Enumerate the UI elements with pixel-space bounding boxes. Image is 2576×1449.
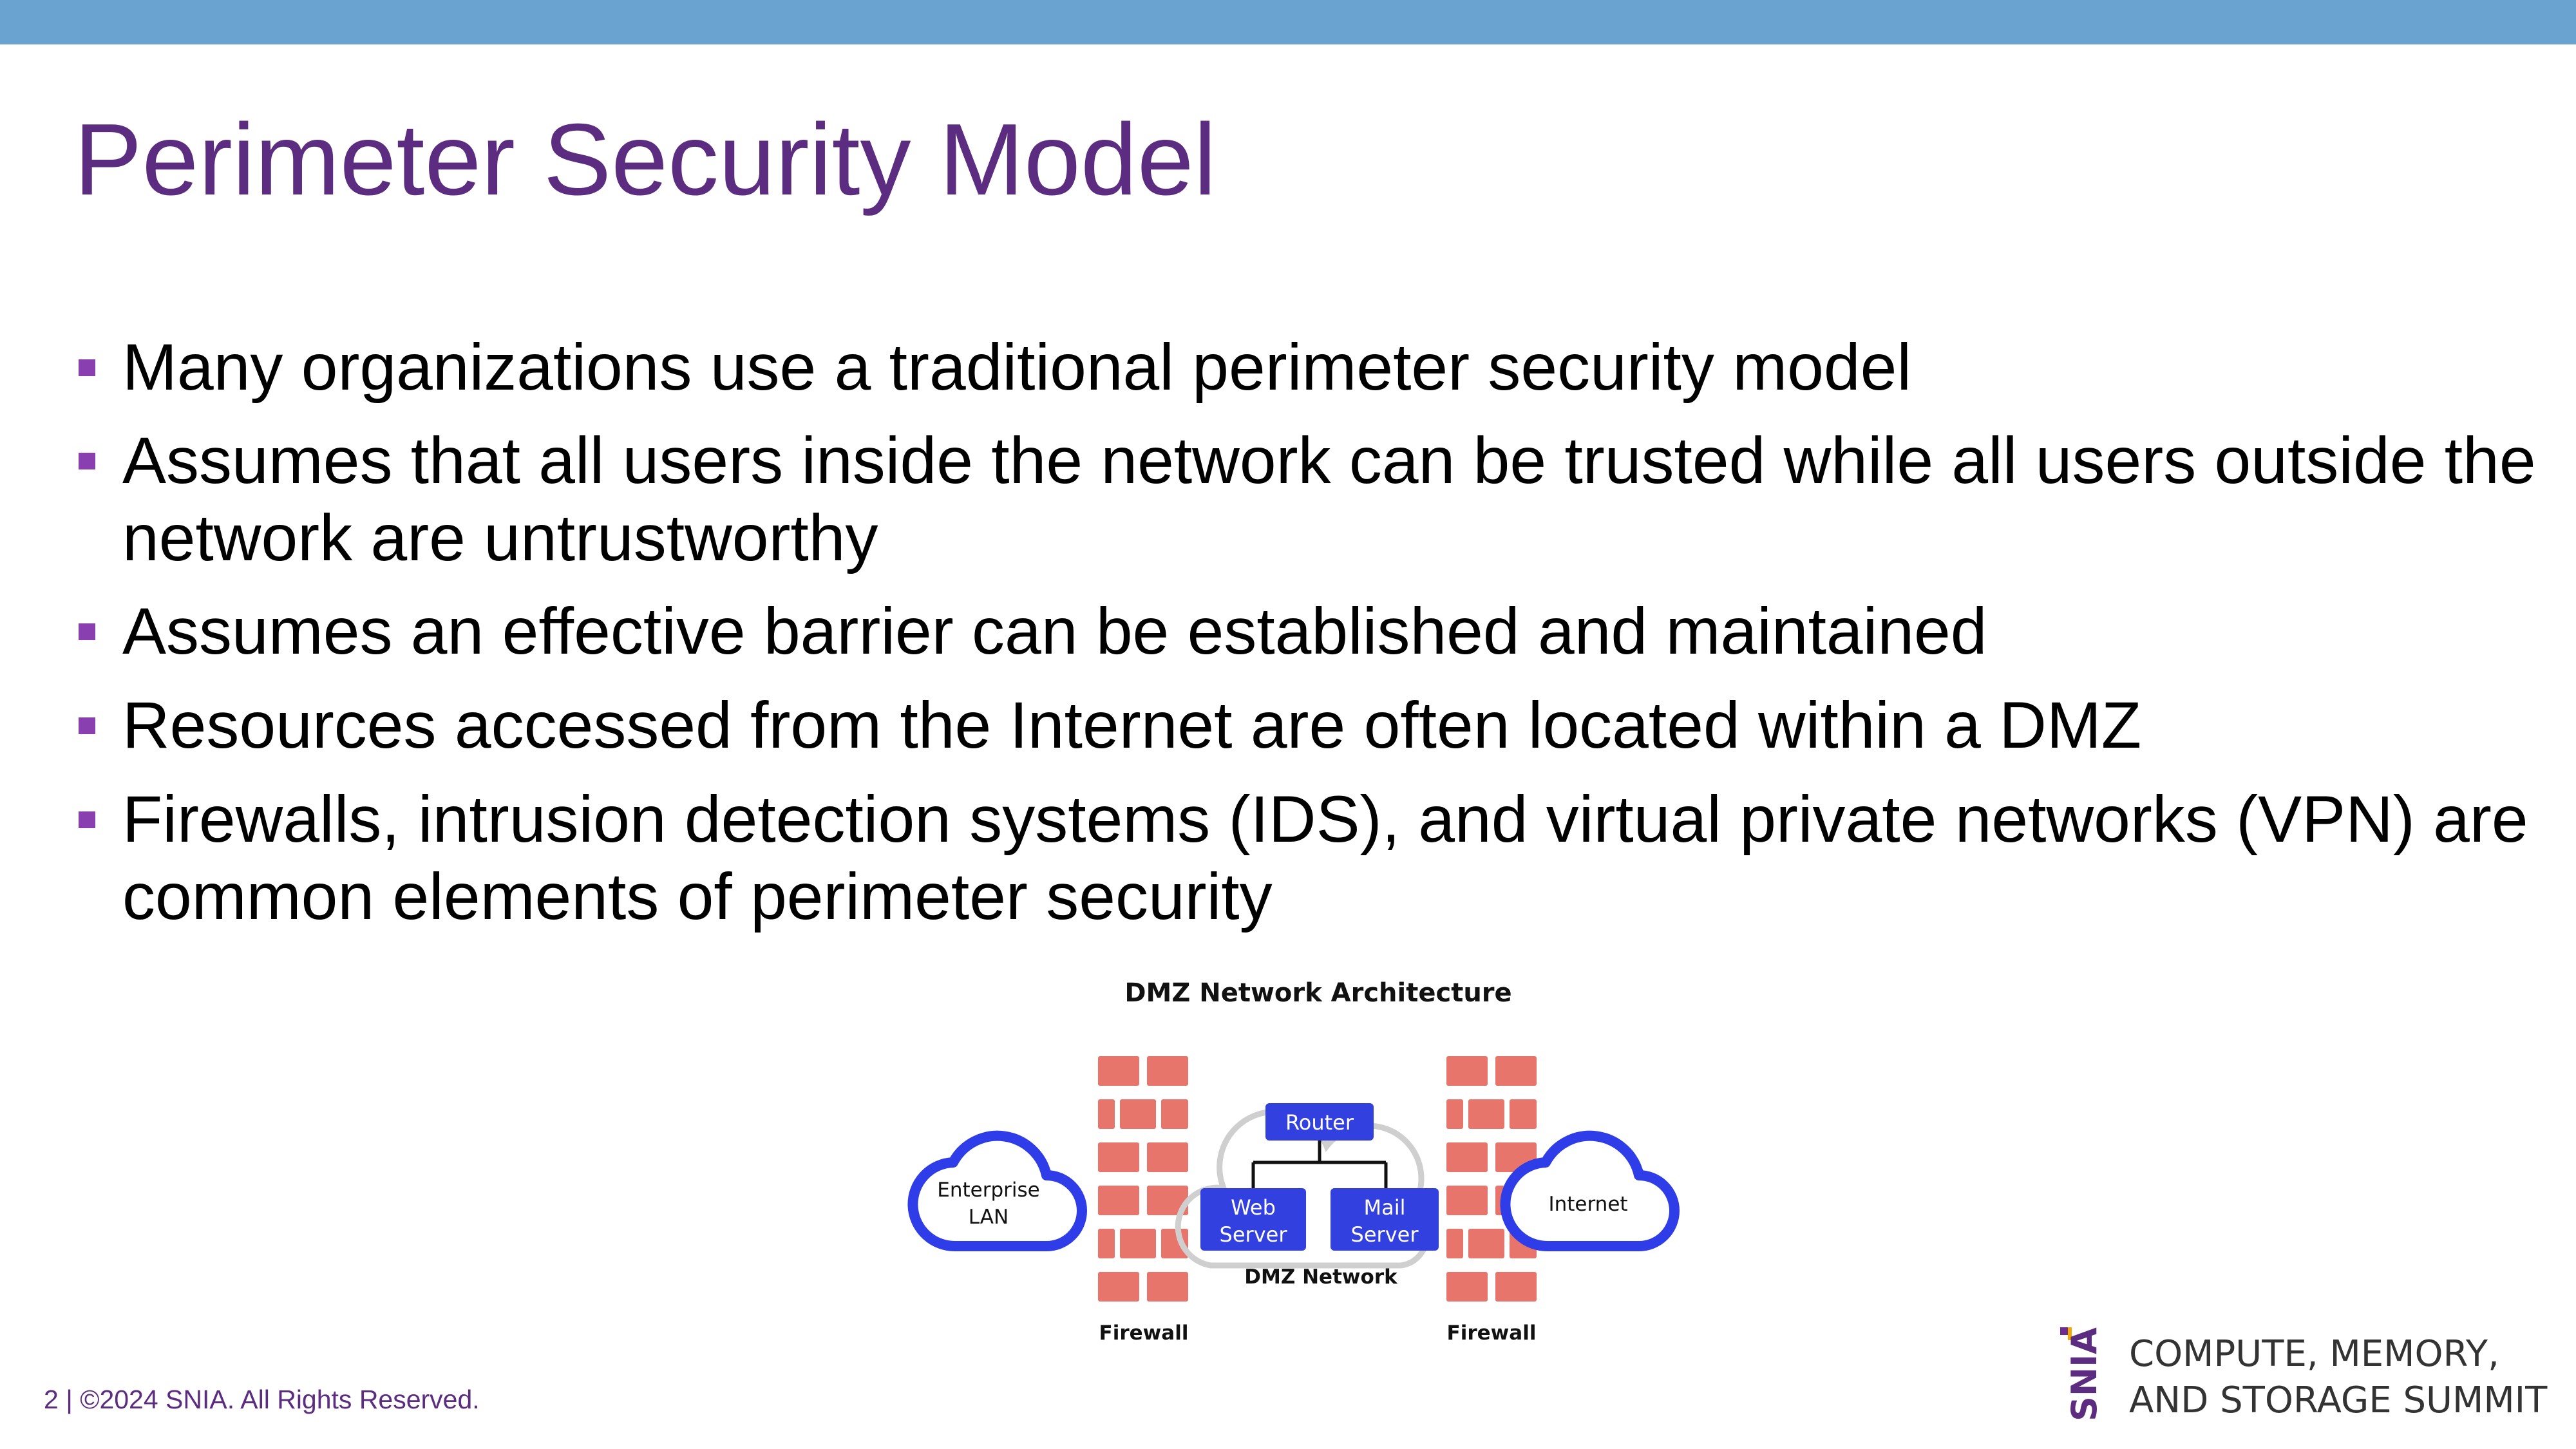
mail-server-label-line1: Mail (1364, 1195, 1406, 1220)
firewall-brick (1098, 1229, 1115, 1258)
snia-logo-square (2060, 1327, 2068, 1335)
web-server-label-line1: Web (1231, 1195, 1276, 1220)
firewall-brick (1098, 1142, 1139, 1172)
firewall-brick (1510, 1099, 1537, 1129)
firewall-brick (1147, 1186, 1188, 1215)
slide-title: Perimeter Security Model (74, 103, 1217, 216)
firewall-left-icon (1098, 1056, 1188, 1302)
firewall-brick (1147, 1142, 1188, 1172)
firewall-brick (1446, 1272, 1488, 1302)
firewall-brick (1098, 1186, 1139, 1215)
internet-cloud-icon (1500, 1130, 1680, 1252)
bullet-text: Assumes an effective barrier can be esta… (122, 594, 1987, 668)
mail-server-label-line2: Server (1351, 1222, 1419, 1247)
bullet-text: Assumes that all users inside the networ… (122, 424, 2536, 574)
web-server-box (1200, 1188, 1306, 1251)
firewall-brick (1446, 1186, 1488, 1215)
bullet-item: Assumes that all users inside the networ… (79, 422, 2544, 576)
firewall-brick (1120, 1099, 1156, 1129)
diagram-title: DMZ Network Architecture (1124, 978, 1511, 1008)
bullet-text: Many organizations use a traditional per… (122, 330, 1912, 404)
dmz-diagram: DMZ Network Architecture Enterprise LAN … (889, 969, 1758, 1362)
bullet-marker (79, 359, 95, 376)
bullet-marker (79, 717, 95, 734)
footer-copyright: 2 | ©2024 SNIA. All Rights Reserved. (44, 1385, 480, 1414)
summit-logo-text: COMPUTE, MEMORY, AND STORAGE SUMMIT (2129, 1331, 2547, 1424)
bullet-marker (79, 811, 95, 828)
firewall-brick (1446, 1142, 1488, 1172)
firewall-brick (1446, 1229, 1463, 1258)
dmz-network-label: DMZ Network (1244, 1265, 1398, 1289)
firewall-brick (1120, 1229, 1156, 1258)
web-server-label-line2: Server (1220, 1222, 1288, 1247)
firewall-brick (1495, 1056, 1537, 1086)
firewall-brick (1446, 1099, 1463, 1129)
firewall-brick (1098, 1272, 1139, 1302)
summit-logo-line1: COMPUTE, MEMORY, (2129, 1333, 2499, 1375)
bullet-marker (79, 623, 95, 640)
router-box (1265, 1103, 1374, 1141)
firewall-brick (1147, 1272, 1188, 1302)
firewall-left-label: Firewall (1099, 1321, 1189, 1345)
mail-server-box (1331, 1188, 1439, 1251)
firewall-brick (1446, 1056, 1488, 1086)
internet-label: Internet (1548, 1193, 1627, 1216)
summit-logo-line2: AND STORAGE SUMMIT (2129, 1379, 2548, 1421)
router-connector-lines (1251, 1141, 1388, 1188)
firewall-right-label: Firewall (1447, 1321, 1537, 1345)
firewall-brick (1468, 1229, 1504, 1258)
bullet-item: Assumes an effective barrier can be esta… (79, 592, 2544, 670)
enterprise-lan-label-line2: LAN (969, 1206, 1009, 1229)
bullet-item: Many organizations use a traditional per… (79, 328, 2544, 406)
bullet-text: Firewalls, intrusion detection systems (… (122, 782, 2528, 933)
snia-logo-wordmark: SNIA (2064, 1327, 2105, 1421)
snia-logo-bar (2068, 1327, 2072, 1340)
firewall-brick (1161, 1099, 1188, 1129)
bullet-marker (79, 453, 95, 469)
firewall-right-icon (1446, 1056, 1537, 1302)
bullet-item: Firewalls, intrusion detection systems (… (79, 781, 2544, 935)
bullet-text: Resources accessed from the Internet are… (122, 688, 2142, 762)
bullet-item: Resources accessed from the Internet are… (79, 687, 2544, 764)
dmz-diagram-svg: DMZ Network Architecture Enterprise LAN … (907, 978, 1680, 1345)
firewall-brick (1468, 1099, 1504, 1129)
enterprise-lan-cloud-icon (907, 1130, 1087, 1252)
snia-logo-svg: SNIA (2060, 1327, 2105, 1421)
firewall-brick (1495, 1272, 1537, 1302)
enterprise-lan-label-line1: Enterprise (937, 1179, 1039, 1202)
router-label: Router (1285, 1110, 1354, 1135)
top-accent-bar (0, 0, 2576, 44)
firewall-brick (1098, 1056, 1139, 1086)
snia-logo: SNIA (2058, 1323, 2109, 1426)
firewall-brick (1098, 1099, 1115, 1129)
firewall-brick (1147, 1056, 1188, 1086)
